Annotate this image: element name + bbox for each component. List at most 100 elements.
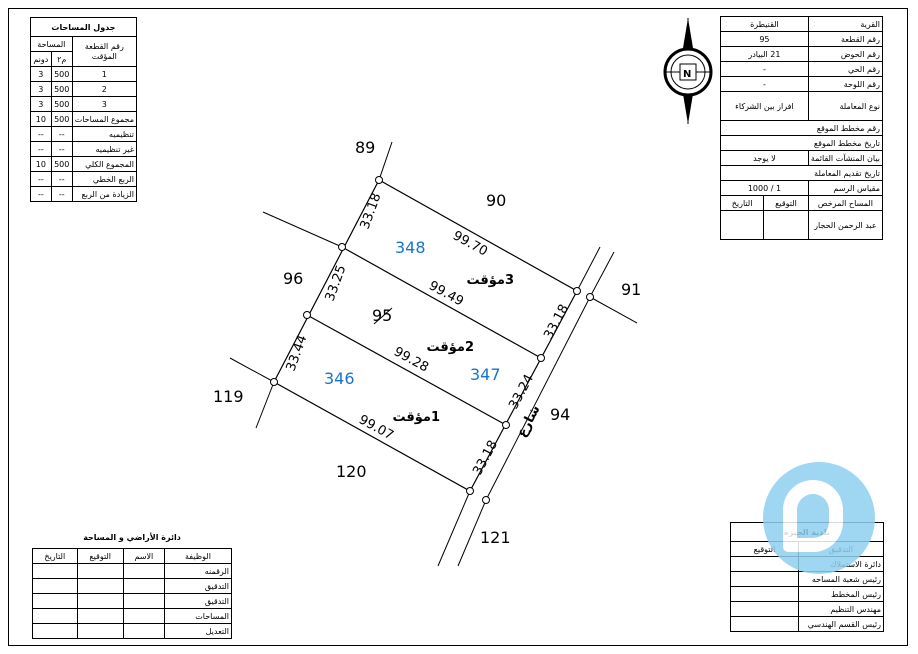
boundary-extension-east-91 <box>589 296 638 324</box>
info-label: تاريخ مخطط الموقع <box>720 135 883 151</box>
info-value: لا يوجد <box>720 150 809 166</box>
info-value: - <box>720 61 809 77</box>
survey-point <box>375 176 383 184</box>
surveyor-name: عبد الرحمن الحجار <box>807 210 884 240</box>
areas-summary-label: الربع الخطي <box>71 171 138 187</box>
dim-west-mid: 33.25 <box>323 263 350 303</box>
parcel-number-95: 95 <box>372 306 392 325</box>
table-row: تاريخ مخطط الموقع <box>720 135 883 151</box>
signature-label: التوقيع <box>763 195 809 211</box>
dim-west-top: 33.18 <box>358 191 385 231</box>
info-label: بيان المنشآت القائمة <box>807 150 884 166</box>
areas-cell: -- <box>50 171 73 187</box>
dim-west-bottom: 33.44 <box>284 333 311 373</box>
areas-table-title: جدول المساحات <box>30 17 137 37</box>
areas-header-plot: رقم القطعة المؤقت <box>71 36 138 67</box>
areas-summary-label: تنظيميه <box>71 126 138 142</box>
surveyor-label: المساح المرخص <box>807 195 884 211</box>
areas-cell: -- <box>30 141 52 157</box>
table-row: الزيادة من الربع---- <box>30 186 138 202</box>
boundary-extension-north-west <box>378 141 393 181</box>
dim-east-bottom: 33.18 <box>470 438 501 478</box>
municipality-row-label: مهندس التنظيم <box>798 601 884 617</box>
table-row: رقم اللوحة- <box>720 76 884 92</box>
plot-number-346: 346 <box>324 369 355 388</box>
dept-job: التدقيق <box>163 593 233 609</box>
street-right-lower <box>457 499 487 567</box>
info-label: رقم اللوحة <box>807 76 884 92</box>
areas-cell: -- <box>30 171 52 187</box>
dim-line-top: 99.70 <box>450 228 490 259</box>
areas-cell: -- <box>50 141 73 157</box>
survey-point <box>502 421 510 429</box>
survey-point <box>573 287 581 295</box>
north-arrow-icon <box>683 18 693 48</box>
table-row: تاريخ تقديم المعاملة <box>720 165 883 181</box>
table-row: الرقمنه <box>32 563 233 579</box>
plot-number-348: 348 <box>395 238 426 257</box>
dept-header-signature: التوقيع <box>76 548 124 564</box>
table-row: التدقيق <box>32 593 233 609</box>
plot-label-2: 2مؤقت <box>426 340 474 355</box>
info-value: 95 <box>720 31 809 47</box>
areas-cell: 3 <box>30 96 52 112</box>
areas-header-donum: دونم <box>30 51 52 67</box>
info-label: رقم مخطط الموقع <box>720 120 883 136</box>
info-value: افراز بين الشركاء <box>720 91 809 121</box>
parcel-number-120: 120 <box>336 462 367 481</box>
areas-cell: 10 <box>30 111 52 127</box>
boundary-extension-south-west <box>255 381 275 429</box>
areas-summary-label: المجموع الكلي <box>71 156 138 172</box>
survey-point <box>482 496 490 504</box>
areas-cell: -- <box>30 126 52 142</box>
info-label: رقم القطعة <box>807 31 884 47</box>
dept-job: التدقيق <box>163 578 233 594</box>
areas-cell: 10 <box>30 156 52 172</box>
info-label: تاريخ تقديم المعاملة <box>720 165 883 181</box>
survey-point <box>537 354 545 362</box>
scale-value: 1 / 1000 <box>720 180 809 196</box>
info-value: 21 البيادر <box>720 46 809 62</box>
watermark-logo-icon <box>763 462 875 574</box>
dim-east-top: 33.18 <box>541 302 572 342</box>
table-row: رئيس المخطط <box>730 586 884 602</box>
street-right-edge <box>485 296 591 501</box>
plot-label-1: 1مؤقت <box>392 410 440 425</box>
areas-summary-label: مجموع المساحات <box>71 111 138 127</box>
parcel-number-121: 121 <box>480 528 511 547</box>
dept-header-job: الوظيفة <box>163 548 233 564</box>
plot-label-3: 3مؤقت <box>466 273 514 288</box>
info-label: رقم الحي <box>807 61 884 77</box>
areas-cell: 500 <box>50 81 73 97</box>
table-row: التعديل <box>32 623 233 639</box>
info-label: نوع المعاملة <box>807 91 884 121</box>
parcel-boundary <box>273 179 578 492</box>
dept-job: المساحات <box>163 608 233 624</box>
scale-label: مقياس الرسم <box>807 180 884 196</box>
info-label: رقم الحوض <box>807 46 884 62</box>
north-compass: N <box>663 18 713 124</box>
date-label: التاريخ <box>719 195 765 211</box>
dept-table-title: دائرة الأراضي و المساحة <box>83 533 181 542</box>
parcel-number-94: 94 <box>550 405 570 424</box>
strike-mark <box>373 307 393 325</box>
table-row: المساحات <box>32 608 233 624</box>
parcel-number-119: 119 <box>213 387 244 406</box>
survey-point <box>270 378 278 386</box>
compass-north-letter: N <box>683 69 691 80</box>
table-row: رقم الحي- <box>720 61 884 77</box>
parcel-number-96: 96 <box>283 269 303 288</box>
table-row: غير تنظيميه---- <box>30 141 138 157</box>
municipality-row-label: رئيس المخطط <box>798 586 884 602</box>
